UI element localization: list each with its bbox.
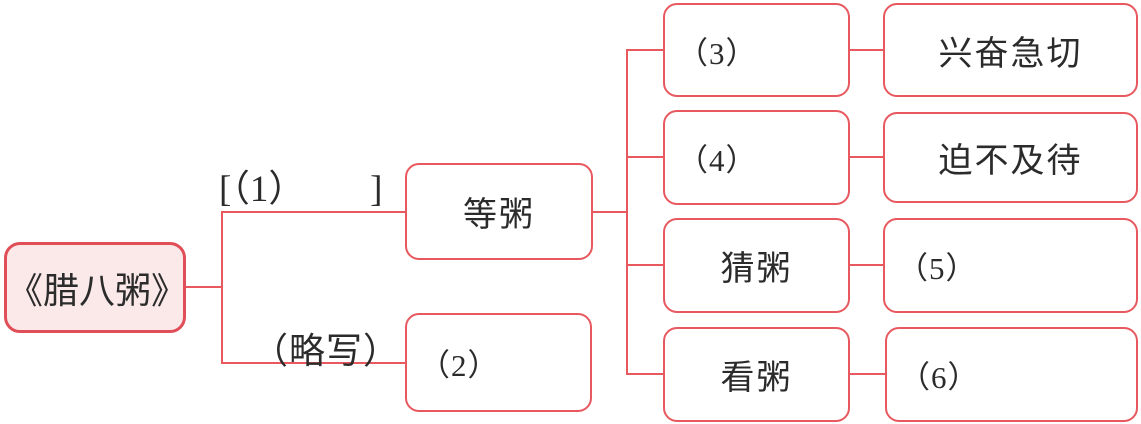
- node-paragraph-3-label: （3）: [677, 35, 758, 71]
- node-paragraph-4-label: （4）: [677, 143, 758, 178]
- node-watch-porridge: 看粥: [663, 327, 850, 422]
- node-paragraph-5-label: （5）: [897, 251, 978, 286]
- branch-label-brief-writing: （略写）: [252, 331, 401, 371]
- connector-stub-row3: [626, 264, 663, 266]
- connector-trunk-vertical: [626, 49, 628, 375]
- node-excited-eager: 兴奋急切: [883, 3, 1138, 97]
- node-watch-porridge-label: 看粥: [720, 360, 793, 397]
- branch-label-paragraph-1-blank: [（1） ]: [219, 169, 383, 210]
- node-guess-porridge: 猜粥: [663, 218, 850, 313]
- node-impatient: 迫不及待: [883, 112, 1138, 203]
- connector-stub-row4: [626, 373, 663, 375]
- connector-bottom-branch: [221, 362, 405, 364]
- connector-stub-row1: [626, 49, 663, 51]
- node-wait-porridge-label: 等粥: [463, 197, 535, 234]
- node-paragraph-6: （6）: [885, 327, 1138, 422]
- node-impatient-label: 迫不及待: [938, 143, 1083, 180]
- node-paragraph-4: （4）: [663, 110, 850, 205]
- node-root-title-label: 《腊八粥》: [7, 270, 188, 311]
- connector-branch-vertical: [221, 211, 223, 364]
- node-paragraph-3: （3）: [663, 3, 850, 97]
- connector-root-horizontal: [186, 286, 222, 288]
- node-paragraph-2-label: （2）: [419, 348, 500, 383]
- node-excited-eager-label: 兴奋急切: [938, 35, 1083, 73]
- connector-row2-right: [850, 156, 883, 158]
- connector-stub-row2: [626, 156, 663, 158]
- connector-wait-horizontal: [593, 211, 627, 213]
- connector-row1-right: [850, 49, 883, 51]
- connector-top-branch: [221, 211, 405, 213]
- connector-row4-right: [850, 373, 885, 375]
- node-paragraph-6-label: （6）: [899, 360, 980, 395]
- node-wait-porridge: 等粥: [405, 163, 593, 260]
- node-paragraph-5: （5）: [883, 218, 1138, 313]
- node-paragraph-2: （2）: [405, 313, 592, 412]
- node-guess-porridge-label: 猜粥: [720, 251, 793, 288]
- connector-row3-right: [850, 264, 883, 266]
- node-root-title: 《腊八粥》: [4, 242, 188, 333]
